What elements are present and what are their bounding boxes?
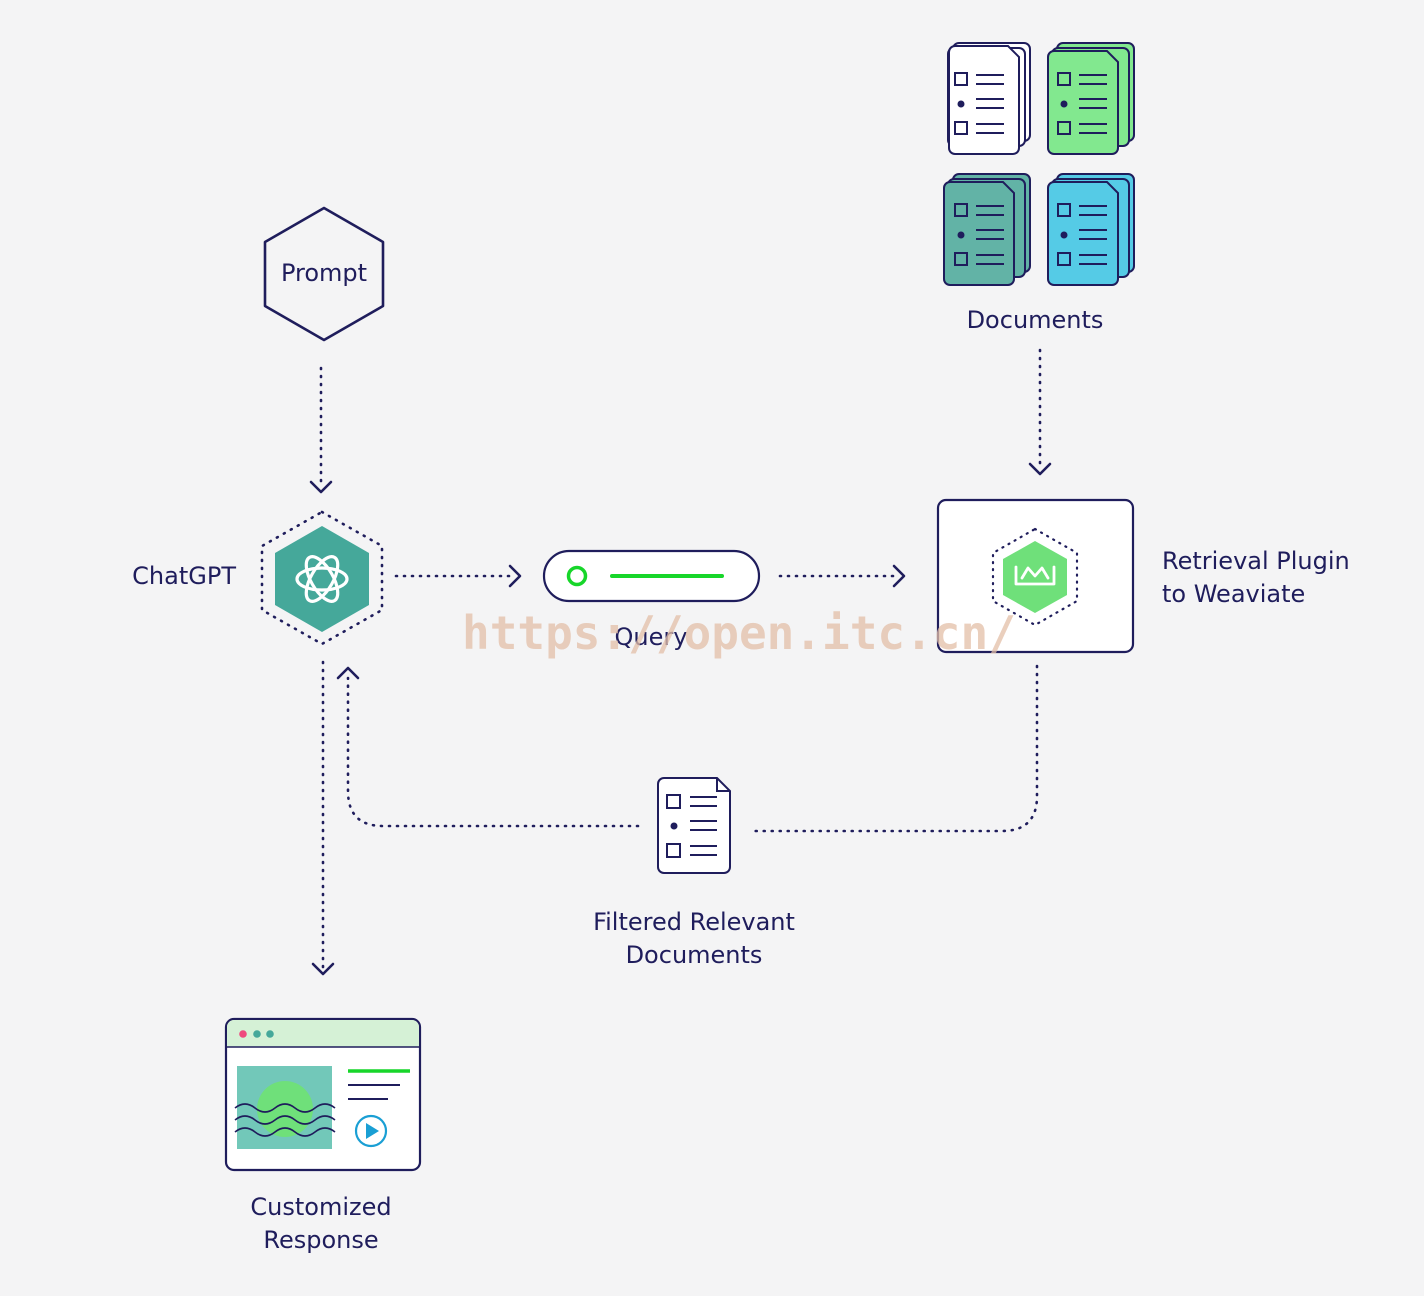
- watermark-text: https://open.itc.cn/: [462, 606, 1016, 660]
- response-node: Customized Response: [224, 1017, 422, 1254]
- chatgpt-dotted-hexagon: [260, 510, 384, 646]
- document-stack-green: [1047, 42, 1135, 155]
- response-label-line2: Response: [263, 1226, 378, 1254]
- document-stack-white: [947, 42, 1031, 155]
- browser-window-icon: [224, 1017, 422, 1172]
- plugin-node: Retrieval Plugin to Weaviate: [936, 498, 1350, 654]
- chatgpt-to-response-arrow: [311, 660, 335, 976]
- openai-logo-icon: [295, 555, 349, 603]
- query-label: Query: [615, 623, 688, 651]
- query-node: Query: [542, 549, 761, 651]
- plugin-dotted-hexagon: [991, 527, 1079, 627]
- chatgpt-label: ChatGPT: [132, 562, 236, 590]
- filtered-label-line1: Filtered Relevant: [593, 908, 795, 936]
- hexagon-icon: [263, 206, 385, 342]
- chatgpt-hexagon-fill: [275, 526, 369, 632]
- prompt-label: Prompt: [281, 259, 367, 287]
- documents-to-plugin-arrow: [1028, 348, 1052, 476]
- filtered-to-chatgpt-arrow: [336, 666, 640, 828]
- prompt-node: Prompt: [263, 206, 385, 342]
- plugin-label-line2: to Weaviate: [1162, 580, 1305, 608]
- weaviate-logo-icon: [1014, 565, 1056, 586]
- query-to-plugin-arrow: [778, 564, 906, 588]
- prompt-to-chatgpt-arrow: [309, 366, 333, 494]
- chatgpt-to-query-arrow: [394, 564, 522, 588]
- search-indicator-icon: [566, 565, 588, 587]
- documents-label: Documents: [967, 306, 1104, 334]
- document-stack-teal: [943, 173, 1031, 286]
- document-stack-blue: [1047, 173, 1135, 286]
- filtered-label-line2: Documents: [626, 941, 763, 969]
- response-label-line1: Customized: [250, 1193, 391, 1221]
- plugin-label-line1: Retrieval Plugin: [1162, 547, 1350, 575]
- filtered-node: Filtered Relevant Documents: [593, 777, 795, 969]
- plugin-to-filtered-connector: [750, 664, 1039, 833]
- document-icon: [657, 777, 731, 874]
- chatgpt-node: ChatGPT: [132, 510, 384, 646]
- documents-node: Documents: [943, 42, 1135, 334]
